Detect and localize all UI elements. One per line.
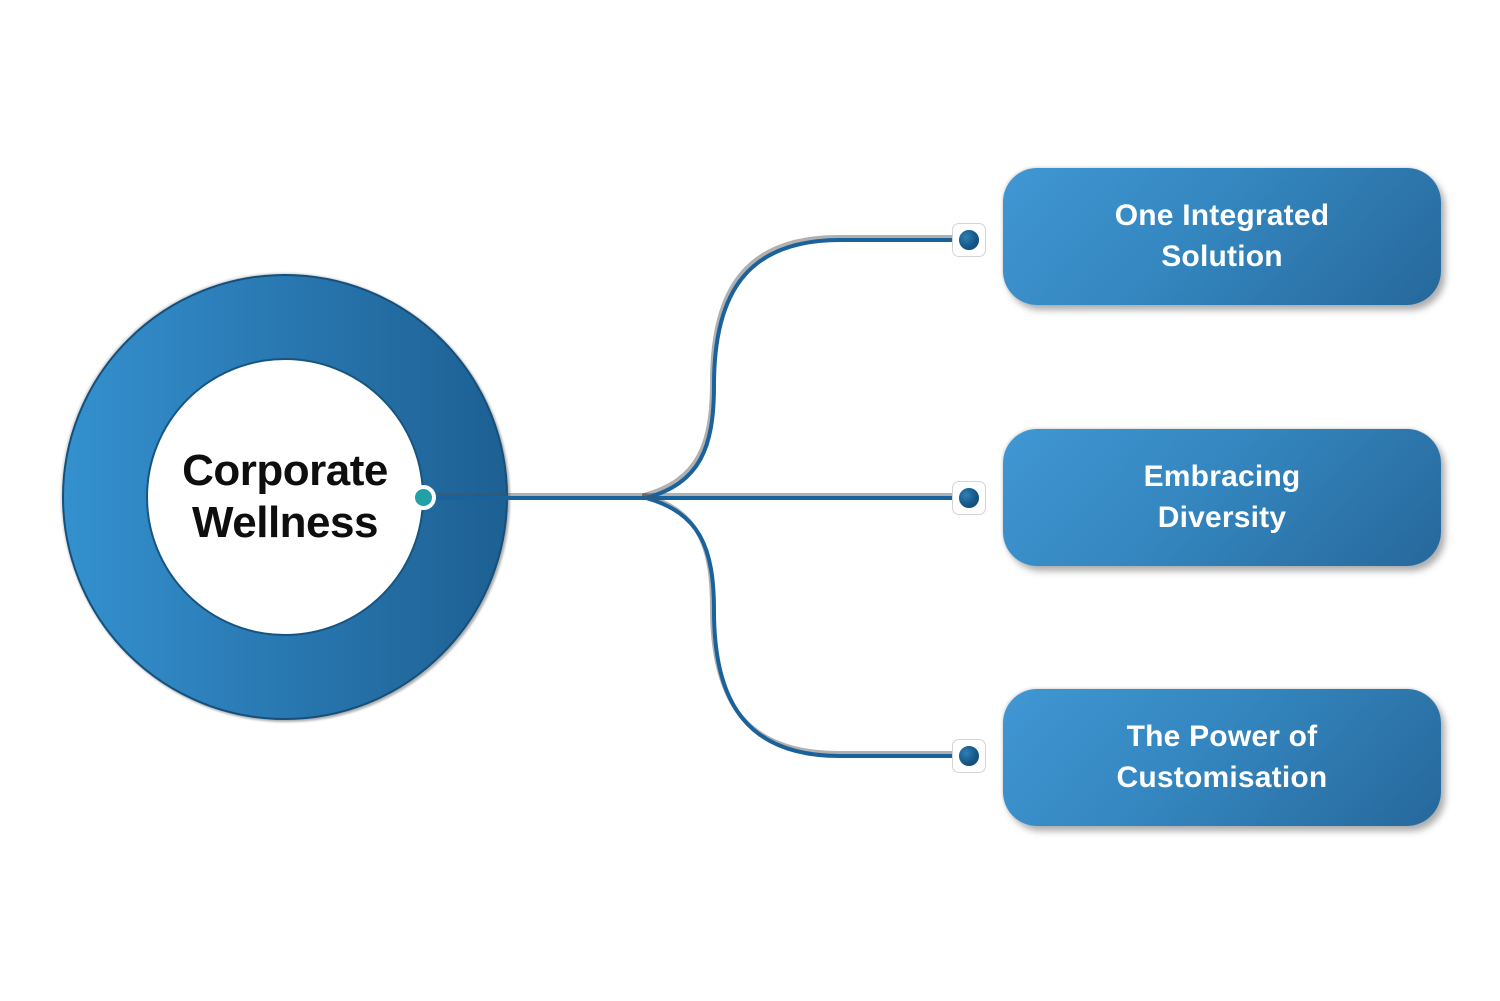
central-topic-label: Corporate Wellness [182, 445, 388, 549]
branch-label-line2: Customisation [1116, 760, 1328, 794]
branch-label-line2: Solution [1161, 239, 1283, 273]
branch-box-one-integrated-solution: One Integrated Solution [1003, 168, 1441, 305]
central-topic-circle: Corporate Wellness [146, 358, 424, 636]
branch-line-bottom [644, 496, 958, 758]
central-topic-line1: Corporate [182, 446, 388, 496]
central-topic-ring: Corporate Wellness [62, 274, 508, 720]
endpoint-dot-icon [955, 742, 983, 770]
branch-label-line1: The Power of [1126, 720, 1318, 753]
endpoint-dot-icon [955, 226, 983, 254]
branch-line-top [644, 238, 958, 500]
branch-label-line1: One Integrated [1114, 199, 1330, 232]
branch-label-line2: Diversity [1157, 500, 1287, 534]
branch-box-power-of-customisation: The Power of Customisation [1003, 689, 1441, 826]
endpoint-dot-icon [955, 484, 983, 512]
branch-box-label: Embracing Diversity [1144, 457, 1301, 538]
central-topic-line2: Wellness [192, 498, 378, 547]
branch-box-embracing-diversity: Embracing Diversity [1003, 429, 1441, 566]
branch-box-label: One Integrated Solution [1115, 196, 1330, 277]
center-anchor-dot [411, 485, 436, 510]
branch-box-label: The Power of Customisation [1117, 717, 1328, 798]
branch-label-line1: Embracing [1143, 460, 1301, 493]
